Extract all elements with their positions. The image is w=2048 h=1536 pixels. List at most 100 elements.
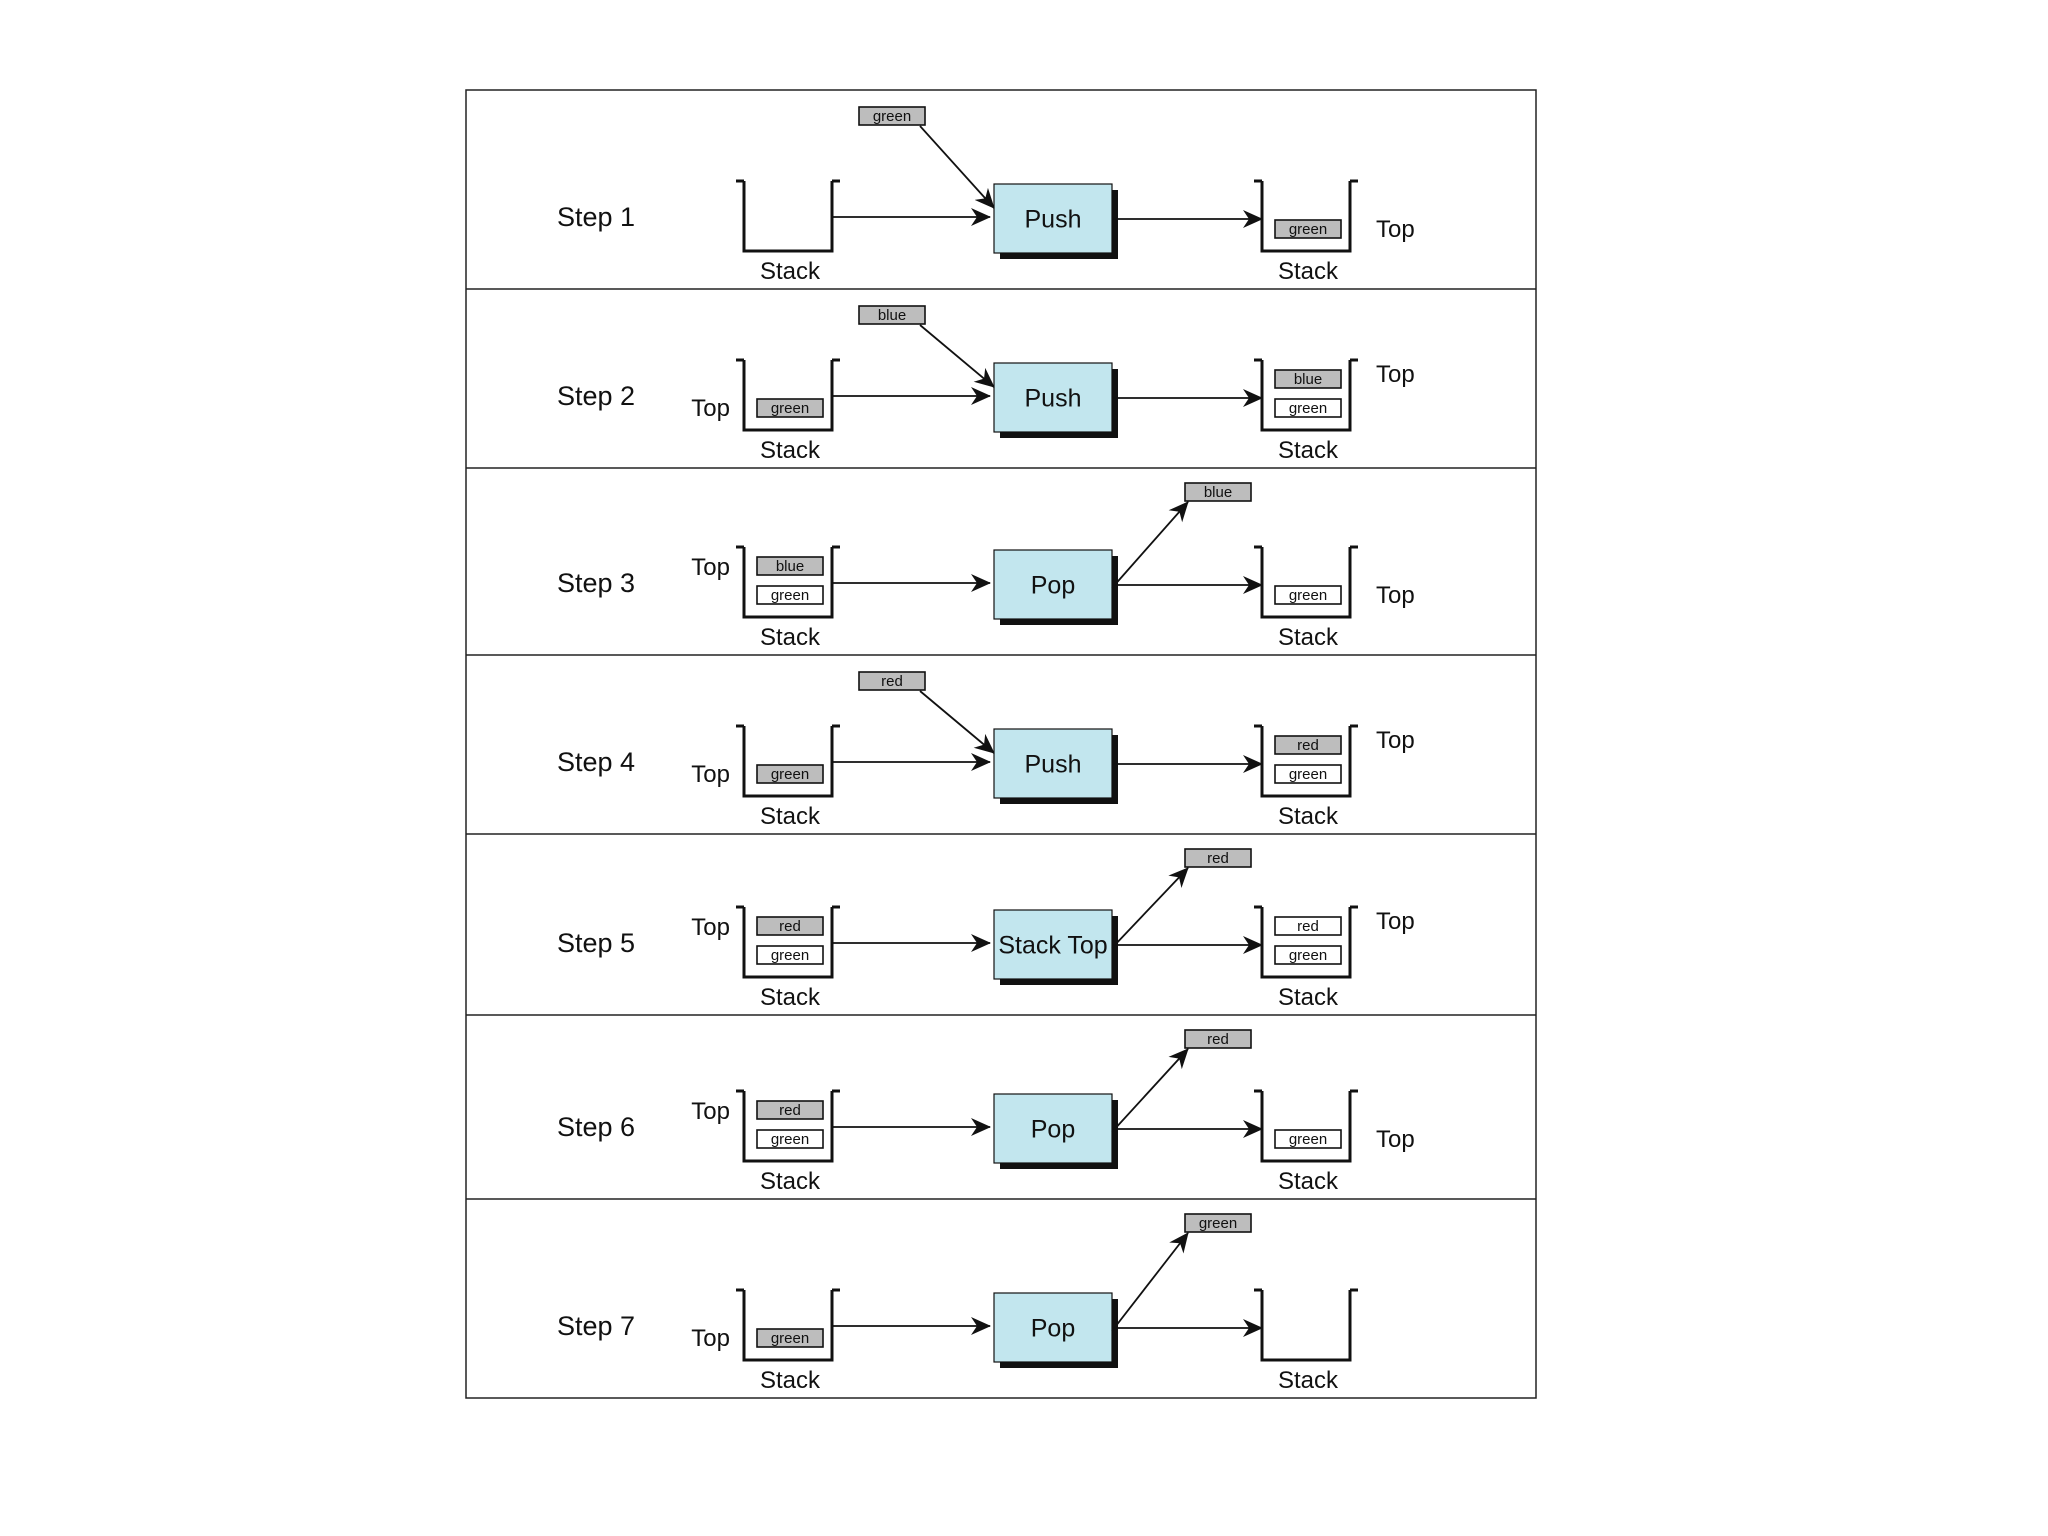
arrow-input [919,125,995,209]
item-box [756,1129,824,1149]
top-marker-after: Top [1376,727,1415,754]
output-element: red [1184,1029,1252,1049]
item-box [756,764,824,784]
stack-before [736,1089,840,1163]
stack-after-caption: Stack [1278,258,1339,285]
stack-item: green [756,1129,824,1149]
item-box [1274,369,1342,389]
top-marker-before: Top [691,395,730,422]
arrow-input [919,690,995,754]
operation-box [993,909,1113,980]
item-box [1184,848,1252,868]
step-label: Step 4 [557,747,635,777]
stack-item: red [756,916,824,936]
operation-label: Push [1025,206,1082,234]
item-box [1274,945,1342,965]
top-marker-before: Top [691,1098,730,1125]
operation-label: Pop [1031,572,1075,600]
item-label: blue [1204,484,1232,501]
arrow-output [1111,867,1189,949]
arrow-output [1111,1232,1189,1332]
stack-item: blue [1274,369,1342,389]
step-row: Step 3StackgreenblueTopPopblueStackgreen… [466,467,1536,651]
item-label: green [1289,221,1327,238]
stack-item: red [756,1100,824,1120]
output-element: green [1184,1213,1252,1233]
stack-after-caption: Stack [1278,803,1339,830]
item-label: red [1207,1031,1229,1048]
arrow-output [1111,501,1189,589]
item-box [1274,219,1342,239]
top-marker-after: Top [1376,582,1415,609]
operation-box [993,1093,1113,1164]
stack-after [1254,1288,1358,1362]
stack-item: green [756,764,824,784]
step-label: Step 3 [557,568,635,598]
item-box [756,585,824,605]
item-box [1184,482,1252,502]
item-box [858,305,926,325]
stack-after [1254,179,1358,253]
item-label: green [1289,947,1327,964]
item-box [1274,735,1342,755]
item-label: green [771,947,809,964]
item-label: blue [878,307,906,324]
stack-after [1254,1089,1358,1163]
item-label: green [873,108,911,125]
step-label: Step 5 [557,928,635,958]
stack-item: green [1274,764,1342,784]
item-box [858,106,926,126]
top-marker-before: Top [691,761,730,788]
step-label: Step 1 [557,202,635,232]
item-box [756,556,824,576]
item-label: green [771,1131,809,1148]
item-label: red [1297,918,1319,935]
stack-after-caption: Stack [1278,1168,1339,1195]
stack-before-caption: Stack [760,258,821,285]
operation-label: Pop [1031,1315,1075,1343]
item-box [1274,398,1342,418]
item-label: blue [1294,371,1322,388]
stack-after-caption: Stack [1278,984,1339,1011]
stack-after-caption: Stack [1278,1367,1339,1394]
stack-item: red [1274,735,1342,755]
item-box [756,398,824,418]
output-element: red [1184,848,1252,868]
item-label: red [1207,850,1229,867]
item-box [1274,764,1342,784]
item-label: green [1199,1215,1237,1232]
stack-before [736,358,840,432]
top-marker-after: Top [1376,361,1415,388]
stack-after [1254,724,1358,798]
item-label: green [1289,766,1327,783]
step-label: Step 7 [557,1311,635,1341]
stack-item: blue [756,556,824,576]
stack-item: green [1274,585,1342,605]
item-label: blue [776,558,804,575]
stack-before-caption: Stack [760,803,821,830]
operation-box [993,728,1113,799]
stack-before [736,1288,840,1362]
item-label: green [771,400,809,417]
operation-label: Stack Top [998,932,1107,960]
operation-box [993,183,1113,254]
input-element: blue [858,305,926,325]
stack-item: green [756,398,824,418]
top-marker-after: Top [1376,908,1415,935]
stack-before-caption: Stack [760,984,821,1011]
item-label: red [1297,737,1319,754]
operation-label: Push [1025,385,1082,413]
item-box [756,1328,824,1348]
step-label: Step 6 [557,1112,635,1142]
stack-item: green [1274,219,1342,239]
stack-item: green [1274,398,1342,418]
stack-after [1254,905,1358,979]
top-marker-after: Top [1376,1126,1415,1153]
stack-item: green [756,1328,824,1348]
stack-before-caption: Stack [760,437,821,464]
item-label: green [1289,400,1327,417]
operation-box [993,549,1113,620]
item-label: red [881,673,903,690]
